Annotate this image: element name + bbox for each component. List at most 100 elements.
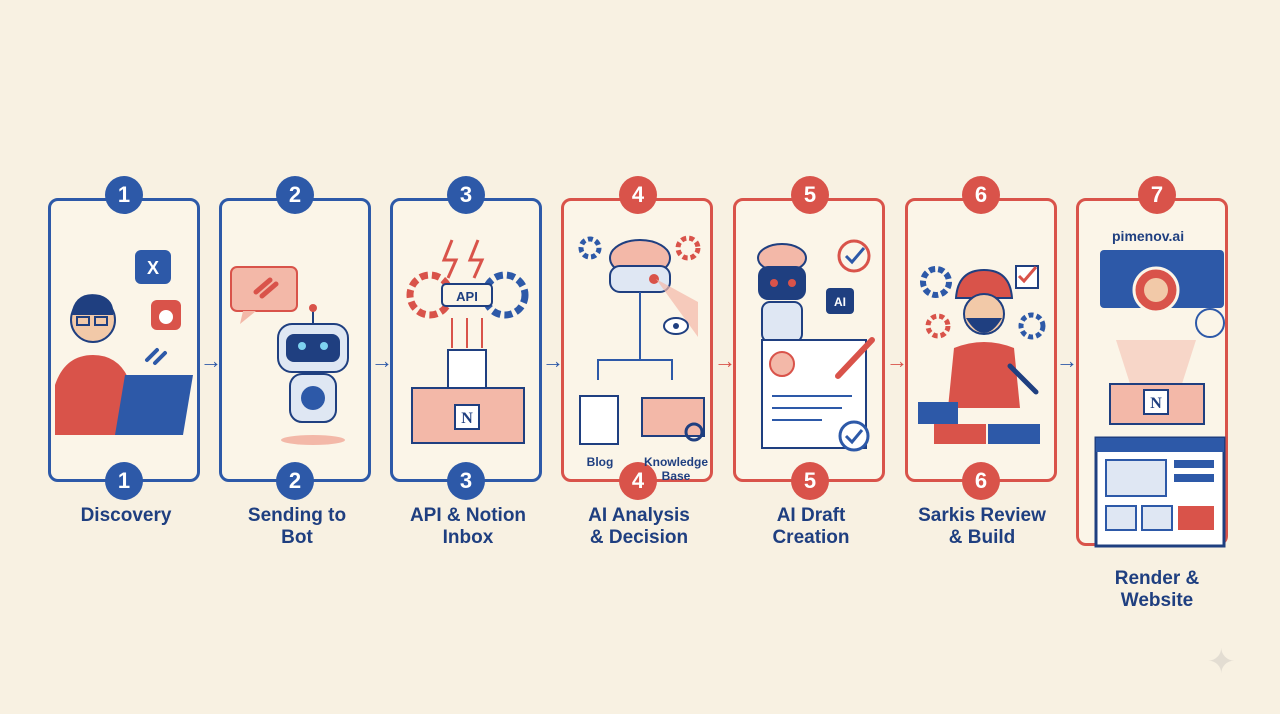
robot-eye-left	[298, 342, 306, 350]
brick-red	[934, 424, 986, 444]
ai-chip	[826, 288, 854, 314]
gear-icon-3	[1018, 312, 1046, 340]
arrow-2-3: →	[371, 348, 393, 373]
image-placeholder	[1105, 459, 1167, 497]
approved-check-icon	[838, 420, 870, 452]
knowledge-base-book-icon	[641, 397, 705, 437]
laptop	[115, 375, 193, 435]
ai-draft-illustration: AI	[757, 239, 875, 452]
step-6-label: Sarkis Review & Build	[902, 505, 1062, 549]
notion-letter: N	[1150, 395, 1162, 412]
robot-head	[609, 265, 671, 293]
step-7-top-badge: 7	[1138, 176, 1176, 214]
x-logo-text: X	[147, 258, 159, 278]
wrench-icon	[1007, 363, 1039, 395]
arrow-5-6: →	[886, 348, 908, 373]
person-glasses-right	[94, 316, 108, 326]
lightning-icon-2	[467, 239, 485, 279]
step-7-label-text: Render & Website	[1114, 568, 1200, 611]
text-line-2	[1174, 474, 1214, 482]
person-glasses-left	[76, 316, 90, 326]
review-build-illustration	[918, 265, 1046, 444]
notion-icon	[1143, 389, 1169, 415]
step-5-label: AI Draft Creation	[731, 505, 891, 549]
step-5-label-text: AI Draft Creation	[772, 505, 850, 548]
checkbox-mark	[1017, 266, 1038, 284]
step-3-label-text: API & Notion Inbox	[409, 505, 527, 548]
robot-eye-left	[770, 279, 778, 287]
step-2-label-text: Sending to Bot	[247, 505, 347, 548]
robot-body	[761, 301, 803, 343]
text-line	[1174, 460, 1214, 468]
step-1-top-badge: 1	[105, 176, 143, 214]
approved-check	[844, 429, 864, 445]
reddit-face	[159, 310, 173, 324]
chain-link-icon	[253, 277, 279, 299]
step-6-top-badge: 6	[962, 176, 1000, 214]
person-hair	[71, 294, 114, 315]
document-card	[447, 349, 487, 391]
step-5-bottom-badge: 5	[791, 462, 829, 500]
step-4-bottom-badge: 4	[619, 462, 657, 500]
gear-icon	[920, 266, 952, 298]
api-inbox-illustration: API N	[406, 239, 529, 444]
step-1-bottom-badge: 1	[105, 462, 143, 500]
checkmark	[844, 247, 866, 265]
ai-analysis-illustration	[578, 235, 705, 445]
decision-branches	[597, 292, 673, 380]
globe-icon	[1195, 308, 1225, 338]
robot-eye	[649, 274, 659, 284]
thumbnail-2	[1141, 505, 1173, 531]
robot-antenna-tip	[309, 304, 317, 312]
render-website-illustration: N	[1094, 250, 1226, 548]
gear-icon-2	[925, 313, 951, 339]
telegram-icon	[301, 386, 325, 410]
step-4-label: AI Analysis & Decision	[559, 505, 719, 549]
brick-blue	[918, 402, 958, 424]
api-label-box	[441, 283, 493, 307]
arrow-6-7: →	[1056, 348, 1078, 373]
notion-letter: N	[461, 410, 473, 427]
light-beam	[1116, 340, 1196, 390]
step-3-top-badge: 3	[447, 176, 485, 214]
avatar-in-badge	[1144, 278, 1168, 302]
robot-visor	[286, 334, 340, 362]
step-6-label-text: Sarkis Review & Build	[918, 505, 1046, 548]
bot-illustration	[230, 266, 349, 445]
person-body	[55, 355, 131, 435]
chat-bubble-tail	[240, 311, 256, 324]
eye-pupil	[673, 323, 679, 329]
robot-eye-right	[788, 279, 796, 287]
chat-bubble	[230, 266, 298, 312]
pen-icon	[835, 337, 875, 379]
api-label: API	[456, 289, 478, 304]
red-block	[1178, 506, 1214, 530]
step-1-label: Discovery	[80, 505, 172, 526]
builder-beard	[966, 318, 1002, 333]
ai-chip-label: AI	[834, 295, 846, 309]
step-2-label: Sending to Bot	[217, 505, 377, 549]
brick-blue-2	[988, 424, 1040, 444]
step-4-top-badge: 4	[619, 176, 657, 214]
knowledge-base-label: Knowledge Base	[643, 455, 708, 483]
site-name: pimenov.ai	[1112, 228, 1185, 244]
browser-titlebar	[1096, 438, 1224, 452]
step-2-top-badge: 2	[276, 176, 314, 214]
step-2-bottom-badge: 2	[276, 462, 314, 500]
link-icon	[145, 348, 167, 365]
thumbnail	[1105, 505, 1137, 531]
step-3-bottom-badge: 3	[447, 462, 485, 500]
magnifier-icon	[684, 422, 704, 442]
step-5-top-badge: 5	[791, 176, 829, 214]
blog-label: Blog	[586, 455, 614, 469]
builder-body	[948, 342, 1020, 408]
sparkle-icon: ✦	[1207, 643, 1236, 681]
document-lines	[772, 395, 852, 421]
flow-arrows	[451, 318, 483, 348]
blog-icon	[579, 395, 619, 445]
step-7-label: Render & Website	[1077, 568, 1237, 612]
arrow-3-4: →	[542, 348, 564, 373]
avatar	[769, 351, 795, 377]
robot-shadow	[281, 435, 345, 445]
